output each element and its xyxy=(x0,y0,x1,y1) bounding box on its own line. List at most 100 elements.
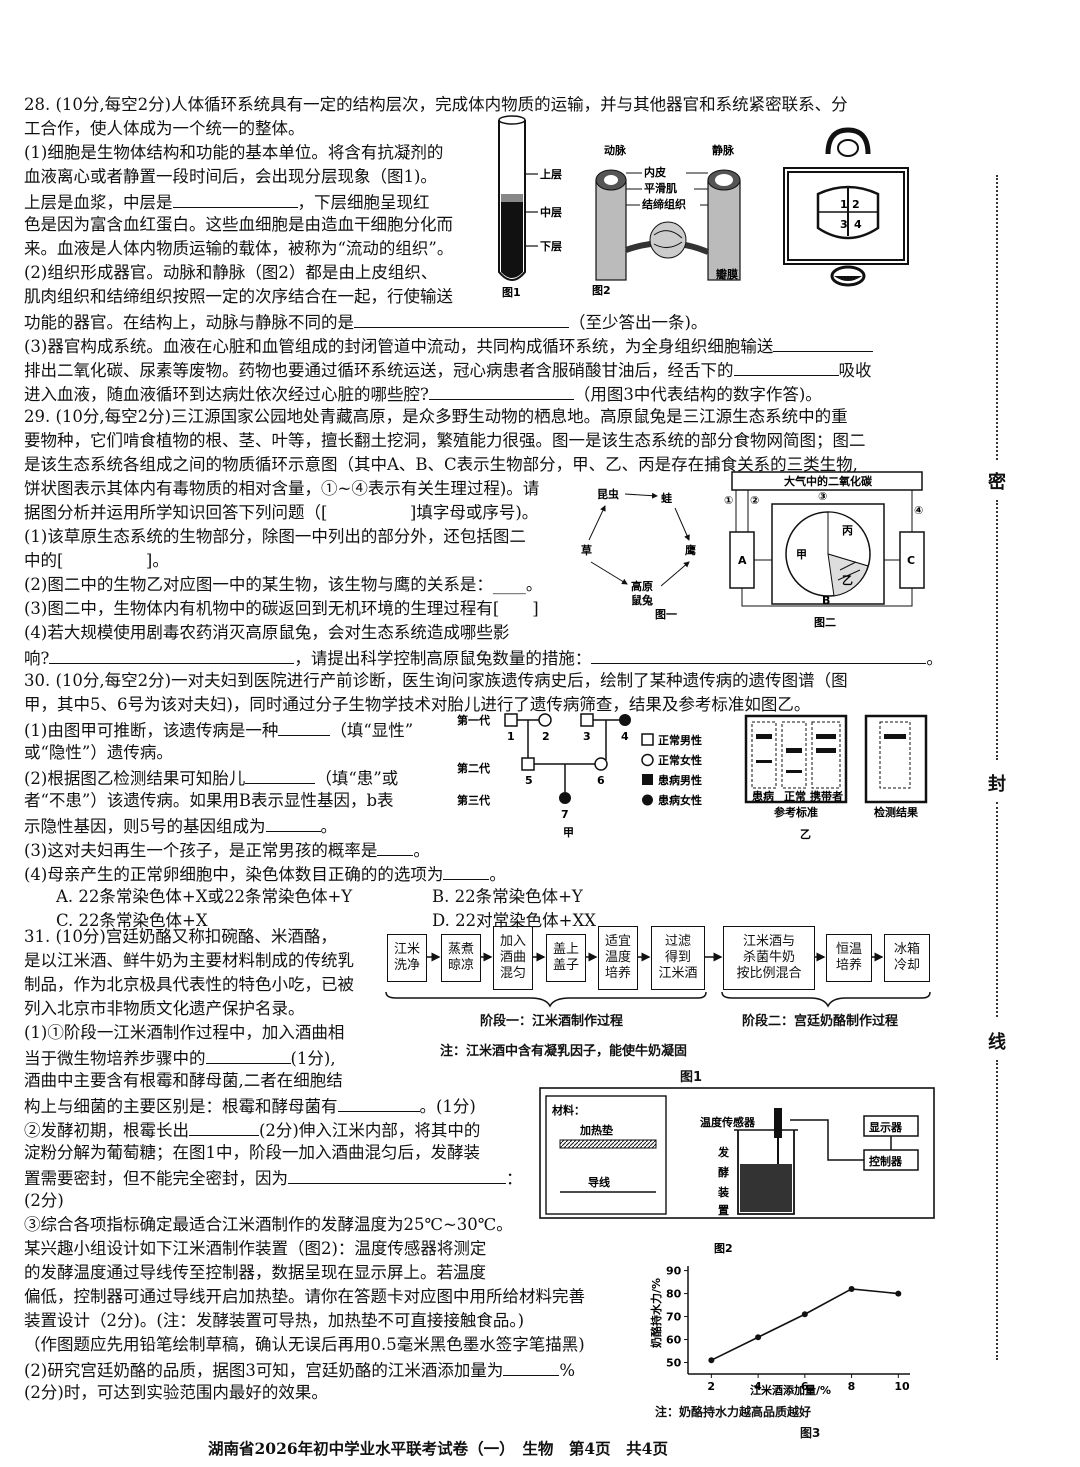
food-insect: 昆虫 xyxy=(597,487,619,501)
cycle-C: C xyxy=(907,554,915,567)
q28-line9: 肌肉组织和结缔组织按照一定的次序结合在一起，行使输送 xyxy=(24,287,453,306)
fig2-connective: 结缔组织 xyxy=(641,197,686,211)
q30-line6: 者“不患”）该遗传病。如果用B表示显性基因，b表 xyxy=(24,791,394,810)
blank-best-amount[interactable] xyxy=(503,1357,560,1376)
q31-line17: 装置设计（2分)。(注：发酵装置可导热，加热垫不可直接接触食品。) xyxy=(24,1311,525,1330)
seal-line-mid2 xyxy=(996,802,1006,1017)
blank-dominance[interactable] xyxy=(278,717,331,736)
blank-absorb[interactable] xyxy=(733,357,839,376)
legend-affected-female: 患病女性 xyxy=(658,793,702,807)
q29-carbon-cycle: 大气中的二氧化碳 A C 甲 丙 乙 ① ② ③ ④ B 图二 xyxy=(724,471,925,629)
q30-pedigree: 第一代 第二代 第三代 1 2 3 4 5 6 7 甲 xyxy=(457,713,631,839)
gel-result: 检测结果 xyxy=(874,805,918,819)
ped-gen-3: 第三代 xyxy=(457,793,490,807)
blank-genotype-5[interactable] xyxy=(265,813,321,832)
q31-line16: 偏低，控制器可通过导线开启加热垫。请你在答题卡对应图中用所给材料完善 xyxy=(24,1287,585,1306)
q29-line4: 饼状图表示其体内有毒物质的相对含量，①~④表示有关生理过程)。请 xyxy=(24,479,540,498)
blank-middle-layer[interactable] xyxy=(172,189,298,208)
device-materials: 材料： xyxy=(552,1103,585,1117)
q30-option-a[interactable]: A. 22条常染色体+X或22条常染色体+Y xyxy=(56,887,353,906)
flow-stage-1: 阶段一：江米酒制作过程 xyxy=(480,1014,624,1029)
chart-ytick-label-90: 90 xyxy=(666,1265,682,1278)
device-sensor-label: 温度传感器 xyxy=(700,1115,756,1129)
fig3-num-3: 3 xyxy=(840,218,848,231)
q29-line5: 据图分析并运用所学知识回答下列问题（[ ]填字母或序号)。 xyxy=(24,503,539,522)
blank-artery-vein-difference[interactable] xyxy=(354,309,569,328)
q31-line14: 某兴趣小组设计如下江米酒制作装置（图2)：温度传感器将测定 xyxy=(24,1239,487,1258)
blank-fetus[interactable] xyxy=(245,765,316,784)
ped-n7: 7 xyxy=(561,808,569,821)
q29-line11: 响?，请提出科学控制高原鼠兔数量的措施：。 xyxy=(24,645,943,671)
q28-line3: (1)细胞是生物体结构和功能的基本单位。将含有抗凝剂的 xyxy=(24,143,444,162)
flow-step-6: 过滤 得到 江米酒 xyxy=(651,926,705,990)
chart-xtick-label-4: 4 xyxy=(754,1380,762,1393)
cycle-step-4: ④ xyxy=(914,504,923,517)
chart-series-line xyxy=(711,1288,899,1361)
device-heater-label: 加热垫 xyxy=(579,1123,613,1137)
cycle-step-2: ② xyxy=(750,494,759,507)
cycle-bing: 丙 xyxy=(842,524,853,537)
q30-line7: 示隐性基因，则5号的基因组成为。 xyxy=(24,813,337,839)
flow-step-4: 盖上 盖子 xyxy=(546,934,586,982)
q28-line5: 上层是血浆，中层是，下层细胞呈现红 xyxy=(24,189,430,215)
blank-impact[interactable] xyxy=(49,645,295,664)
food-rabbit-2: 鼠兔 xyxy=(631,593,653,607)
gel-caption: 乙 xyxy=(800,828,811,841)
page-footer: 湖南省2026年初中学业水平联考试卷（一） 生物 第4页 共4页 xyxy=(208,1439,668,1458)
fig1-middle-label: 中层 xyxy=(540,205,562,219)
fig1-lower-label: 下层 xyxy=(540,240,562,253)
q30-line9: (4)母亲产生的正常卵细胞中，染色体数目正确的的选项为。 xyxy=(24,861,506,887)
food-web-caption: 图一 xyxy=(655,608,677,621)
ped-n1: 1 xyxy=(507,730,515,743)
q30-line2: 甲，其中5、6号为该对夫妇)，同时通过分子生物学技术对胎儿进行了遗传病筛查，结果… xyxy=(24,695,811,714)
blank-option[interactable] xyxy=(443,861,490,880)
ped-caption: 甲 xyxy=(563,826,574,839)
q31-line4: 列入北京市非物质文化遗产保护名录。 xyxy=(24,999,305,1018)
blank-transport[interactable] xyxy=(773,333,874,352)
blank-probability[interactable] xyxy=(377,837,414,856)
device-wire-label: 导线 xyxy=(588,1175,610,1189)
blank-hyphae[interactable] xyxy=(189,1117,259,1136)
device-ferment-1: 发 xyxy=(717,1145,730,1159)
q30-option-c[interactable]: C. 22条常染色体+X xyxy=(56,911,208,930)
seal-line-mid xyxy=(996,500,1006,760)
ped-gen-1: 第一代 xyxy=(457,713,490,727)
fig1-upper-label: 上层 xyxy=(540,167,562,181)
q31-line3: 制品，作为北京极具代表性的特色小吃，已被 xyxy=(24,975,354,994)
q28-line2: 工合作，使人体成为一个统一的整体。 xyxy=(24,119,305,138)
q29-line10: (4)若大规模使用剧毒农药消灭高原鼠兔，会对生态系统造成哪些影 xyxy=(24,623,510,642)
device-ferment-3: 装 xyxy=(717,1185,729,1199)
flow-arrows xyxy=(385,952,931,1008)
gel-normal: 正常 xyxy=(784,789,806,803)
q30-option-d[interactable]: D. 22对常染色体+XX xyxy=(432,911,596,930)
device-caption: 图2 xyxy=(714,1242,733,1255)
flow-step-8: 恒温 培养 xyxy=(826,934,872,982)
q30-option-b[interactable]: B. 22条常染色体+Y xyxy=(432,887,583,906)
fig3-num-1: 1 xyxy=(840,198,848,211)
chart-point-10 xyxy=(895,1290,902,1297)
q31-line2: 是以江米酒、鲜牛奶为主要材料制成的传统乳 xyxy=(24,951,354,970)
q29-line3: 是该生态系统各组成之间的物质循环示意图（其中A、B、C表示生物部分，甲、乙、丙是… xyxy=(24,455,858,474)
blank-inoculation[interactable] xyxy=(205,1045,291,1064)
food-grass: 草 xyxy=(581,543,592,557)
food-rabbit-1: 高原 xyxy=(631,579,653,593)
blank-heart-chambers[interactable] xyxy=(428,381,574,400)
blank-measure[interactable] xyxy=(591,645,927,664)
fig2-caption: 图2 xyxy=(592,284,611,297)
q31-line9: ②发酵初期，根霉长出(2分)伸入江米内部，将其中的 xyxy=(24,1117,480,1143)
q29-line8: (2)图二中的生物乙对应图一中的某生物，该生物与鹰的关系是：____。 xyxy=(24,575,543,594)
q31-line7: 酒曲中主要含有根霉和酵母菌,二者在细胞结 xyxy=(24,1071,343,1090)
flow-caption: 图1 xyxy=(680,1070,703,1085)
ped-n2: 2 xyxy=(542,730,550,743)
q30-line1: 30. (10分,每空2分)一对夫妇到医院进行产前诊断，医生询问家族遗传病史后，… xyxy=(24,671,848,690)
chart-point-8 xyxy=(848,1285,855,1292)
q31-fig2-device: 材料： 加热垫 导线 温度传感器 发 酵 装 置 显示器 控制器 图2 xyxy=(539,1087,935,1255)
blank-nucleus[interactable] xyxy=(337,1093,420,1112)
q29-line2: 要物种，它们啃食植物的根、茎、叶等，擅长翻土挖洞，繁殖能力很强。图一是该生态系统… xyxy=(24,431,866,450)
blank-seal-reason[interactable] xyxy=(288,1165,506,1184)
q31-line6: 当于微生物培养步骤中的(1分), xyxy=(24,1045,336,1071)
seal-char-mi: 密 xyxy=(988,472,1006,493)
q31-line8: 构上与细菌的主要区别是：根霉和酵母菌有。(1分) xyxy=(24,1093,476,1119)
q31-line18: （作图题应先用铅笔绘制草稿，确认无误后再用0.5毫米黑色墨水签字笔描黑) xyxy=(24,1335,585,1354)
q30-line3: (1)由图甲可推断，该遗传病是一种（填“显性” xyxy=(24,717,413,743)
